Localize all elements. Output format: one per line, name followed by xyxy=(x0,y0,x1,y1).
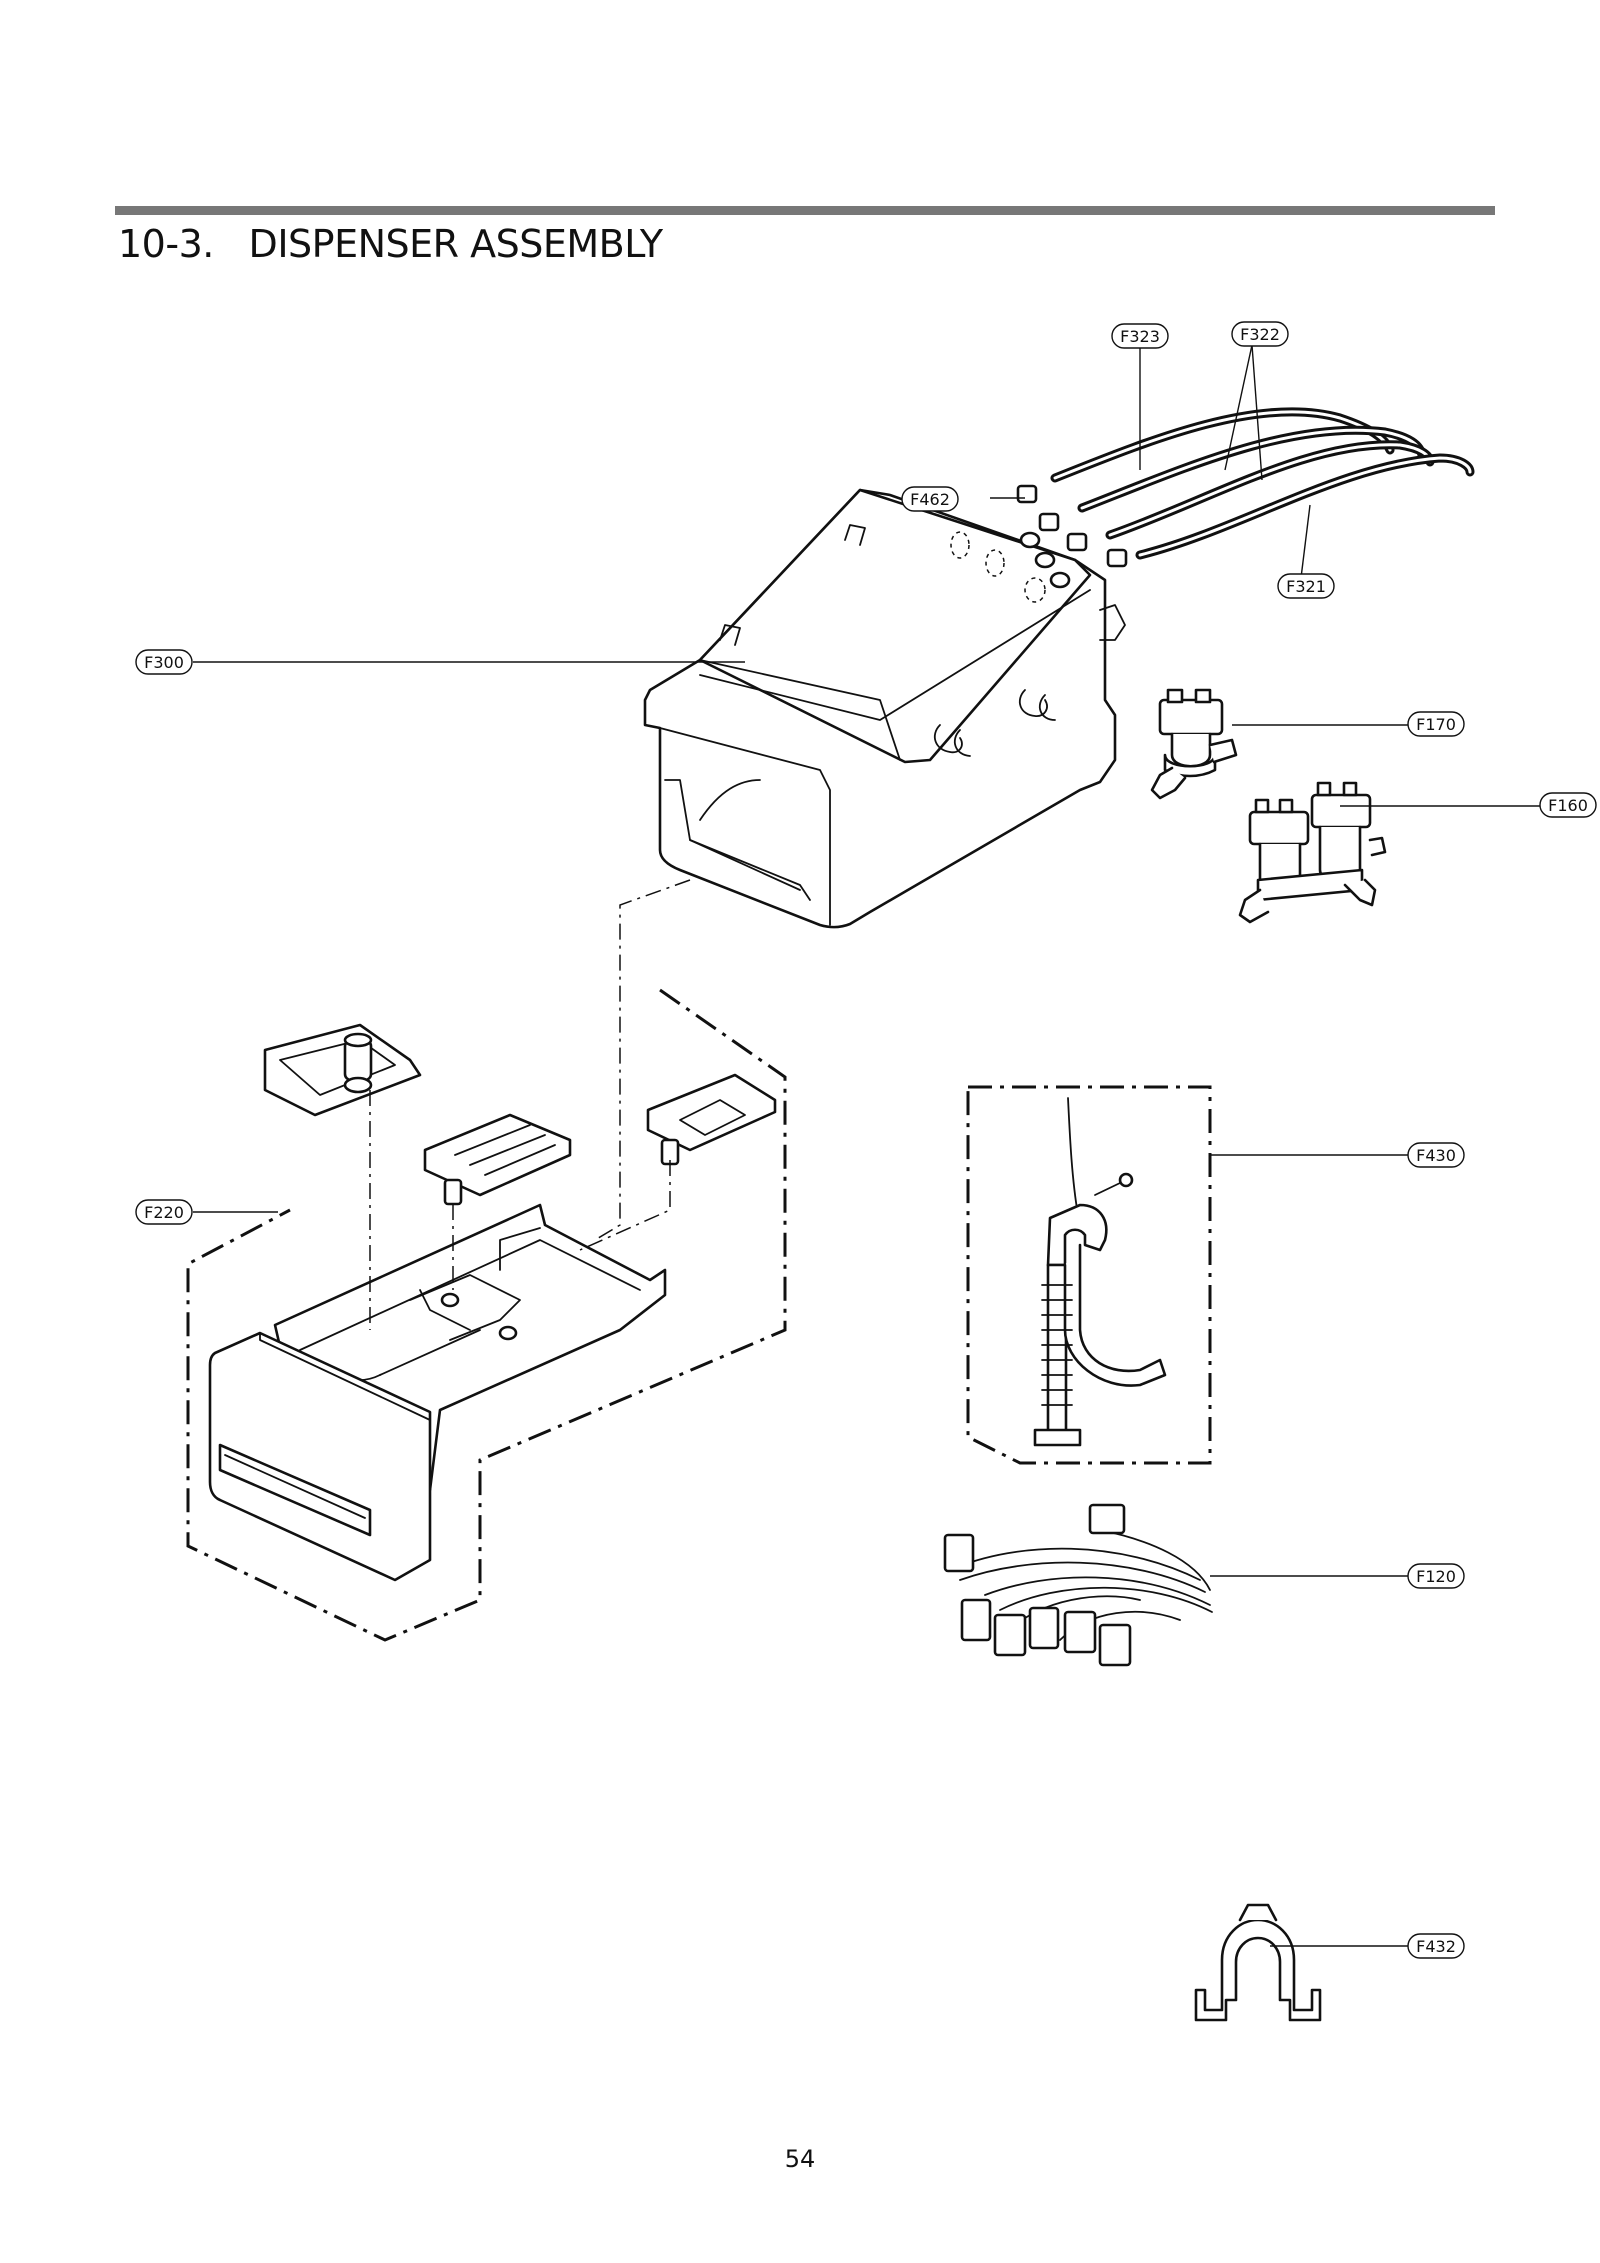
callout-f322: F322 xyxy=(1231,321,1289,347)
wire-harness xyxy=(943,1503,1213,1667)
callout-f220: F220 xyxy=(135,1199,193,1225)
svg-text:F300: F300 xyxy=(144,653,184,672)
drain-hose-group-outline xyxy=(966,1085,1212,1465)
callout-f323: F323 xyxy=(1111,323,1169,349)
callout-f462: F462 xyxy=(901,486,959,512)
svg-text:F120: F120 xyxy=(1416,1567,1456,1586)
callout-f160: F160 xyxy=(1539,792,1597,818)
svg-text:F430: F430 xyxy=(1416,1146,1456,1165)
callout-f120: F120 xyxy=(1407,1563,1465,1589)
callout-f300: F300 xyxy=(135,649,193,675)
svg-text:F160: F160 xyxy=(1548,796,1588,815)
water-valve-double xyxy=(1238,781,1387,924)
detergent-drawer xyxy=(208,1203,667,1582)
hose-set xyxy=(1050,407,1475,560)
drain-hose xyxy=(1033,1097,1167,1447)
svg-text:F322: F322 xyxy=(1240,325,1280,344)
hose-hanger xyxy=(1194,1903,1322,2022)
page-title: 10-3. DISPENSER ASSEMBLY xyxy=(118,222,663,266)
svg-text:F321: F321 xyxy=(1286,577,1326,596)
svg-text:F220: F220 xyxy=(144,1203,184,1222)
callout-f170: F170 xyxy=(1407,711,1465,737)
siphon-insert-center xyxy=(423,1113,572,1206)
hose-clamps xyxy=(1016,484,1128,568)
water-valve-single xyxy=(1150,688,1238,800)
callout-f430: F430 xyxy=(1407,1142,1465,1168)
svg-text:F462: F462 xyxy=(910,490,950,509)
softener-cap xyxy=(263,1023,422,1117)
page-number: 54 xyxy=(784,2145,816,2173)
callout-f432: F432 xyxy=(1407,1933,1465,1959)
siphon-insert-right xyxy=(646,1073,777,1166)
alignment-line-1 xyxy=(594,879,691,1241)
svg-text:F170: F170 xyxy=(1416,715,1456,734)
alignment-line-2 xyxy=(579,1160,671,1251)
svg-text:F432: F432 xyxy=(1416,1937,1456,1956)
svg-text:F323: F323 xyxy=(1120,327,1160,346)
leader-lines xyxy=(193,344,1540,1947)
dispenser-housing xyxy=(643,488,1126,929)
header-rule xyxy=(115,206,1495,215)
drawer-group-outline xyxy=(186,988,787,1642)
callout-f321: F321 xyxy=(1277,573,1335,599)
